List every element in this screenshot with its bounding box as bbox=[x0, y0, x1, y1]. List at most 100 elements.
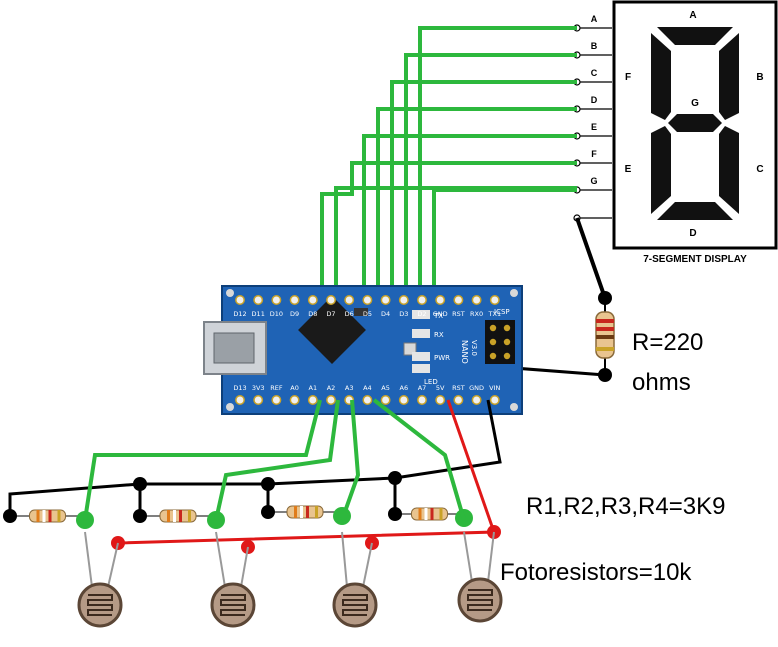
silk-version: V3.0 bbox=[470, 340, 478, 356]
resistor-band bbox=[300, 506, 303, 518]
pin-label-bottom: D13 bbox=[233, 384, 246, 392]
resistor-band bbox=[36, 510, 40, 522]
pin-label-top: D3 bbox=[399, 310, 408, 318]
header-pin-bottom bbox=[471, 395, 482, 405]
photoresistor-track bbox=[87, 594, 113, 616]
icsp-pin bbox=[489, 324, 497, 332]
icsp-pin bbox=[503, 324, 511, 332]
ground-node bbox=[388, 471, 402, 485]
photoresistor-lead bbox=[84, 531, 93, 588]
resistor-220-value: R=220 bbox=[632, 329, 703, 356]
resistor-band bbox=[48, 510, 52, 522]
pin-label-top: D5 bbox=[363, 310, 372, 318]
header-pin-top bbox=[398, 295, 409, 305]
mcu-chip bbox=[298, 296, 366, 364]
header-pin-bottom bbox=[326, 395, 336, 405]
pin-label-bottom: A2 bbox=[327, 384, 336, 392]
display-label-b: B bbox=[756, 72, 763, 83]
pin-label-top: D10 bbox=[270, 310, 283, 318]
resistor-band bbox=[596, 347, 614, 351]
mounting-hole bbox=[510, 289, 518, 297]
silk-led: LED bbox=[424, 378, 438, 386]
sensor-network bbox=[3, 398, 503, 628]
mounting-hole bbox=[226, 289, 234, 297]
display-label-c: C bbox=[756, 164, 763, 175]
seven-segment-display: A B C D E F G 7-SEGMENT DISPLAY bbox=[612, 0, 778, 265]
pin-label-bottom: GND bbox=[469, 384, 484, 392]
header-pin-top bbox=[380, 295, 391, 305]
resistor-ground-node bbox=[388, 507, 402, 521]
icsp-pin bbox=[489, 352, 497, 360]
photoresistor-track bbox=[467, 589, 493, 611]
display-label-e: E bbox=[625, 164, 632, 175]
silk-rx: RX bbox=[434, 331, 444, 339]
pin-label-bottom: A4 bbox=[363, 384, 372, 392]
resistor-band bbox=[596, 319, 614, 323]
display-caption: 7-SEGMENT DISPLAY bbox=[643, 254, 747, 265]
mounting-hole bbox=[510, 403, 518, 411]
resistor-band bbox=[188, 510, 191, 522]
header-pin-top bbox=[271, 295, 282, 305]
display-label-a: A bbox=[689, 10, 696, 21]
segment-pin-label: A bbox=[591, 14, 598, 24]
segment-pin-label: C bbox=[591, 68, 598, 78]
header-pin-bottom bbox=[380, 395, 391, 405]
header-pin-top bbox=[326, 295, 336, 305]
resistor-band bbox=[596, 335, 614, 339]
pin-label-bottom: A0 bbox=[290, 384, 299, 392]
header-pin-top bbox=[435, 295, 446, 305]
pin-label-bottom: A3 bbox=[345, 384, 354, 392]
green-sensor-wire bbox=[83, 399, 322, 521]
resistor-220-node bbox=[598, 368, 612, 382]
led-pwr bbox=[412, 352, 430, 361]
header-pin-top bbox=[417, 295, 427, 305]
pin-label-bottom: REF bbox=[270, 384, 283, 392]
pin-label-bottom: VIN bbox=[489, 384, 500, 392]
green-sensor-wire bbox=[214, 399, 340, 521]
green-segment-wire bbox=[390, 80, 577, 300]
photoresistor-lead bbox=[463, 531, 473, 583]
resistor-band bbox=[179, 510, 182, 522]
icsp-pin bbox=[503, 352, 511, 360]
icsp-pin bbox=[489, 338, 497, 346]
photoresistor-track bbox=[342, 594, 368, 616]
photoresistor-lead bbox=[362, 542, 373, 588]
icsp-header bbox=[485, 320, 515, 364]
resistor-band bbox=[306, 506, 309, 518]
photoresistor-track bbox=[220, 594, 246, 616]
header-pin-top bbox=[489, 295, 500, 305]
header-pin-bottom bbox=[489, 395, 500, 405]
segment-pin-label: G bbox=[590, 176, 597, 186]
pin-label-top: D2 bbox=[417, 310, 426, 318]
pin-label-top: D7 bbox=[326, 310, 335, 318]
pin-label-top: GND bbox=[433, 310, 448, 318]
led-l bbox=[412, 364, 430, 373]
header-pin-top bbox=[344, 295, 355, 305]
resistor-band bbox=[315, 506, 318, 518]
green-segment-wire bbox=[320, 161, 577, 300]
resistor-band bbox=[439, 508, 443, 520]
segment-f bbox=[651, 33, 671, 120]
green-sensor-wire bbox=[372, 398, 466, 521]
pin-label-top: D9 bbox=[290, 310, 299, 318]
segment-pin-label: E bbox=[591, 122, 597, 132]
header-pin-top bbox=[362, 295, 373, 305]
display-label-d: D bbox=[689, 228, 696, 239]
led-tx bbox=[412, 310, 430, 319]
header-pin-bottom bbox=[307, 395, 318, 405]
green-segment-wire bbox=[362, 134, 577, 300]
segment-pin-label: D bbox=[591, 95, 598, 105]
pin-label-top: RX0 bbox=[470, 310, 483, 318]
icsp-pin bbox=[503, 338, 511, 346]
display-label-f: F bbox=[625, 72, 631, 83]
green-segment-wire bbox=[376, 107, 577, 300]
header-pin-bottom bbox=[235, 395, 245, 405]
pin-label-bottom: A7 bbox=[418, 384, 427, 392]
resistor-band bbox=[424, 508, 428, 520]
arduino-nano-board: ICSP NANO V3.0 TX RX PWR LED bbox=[203, 285, 523, 415]
usb-port bbox=[213, 332, 255, 364]
smd-component bbox=[354, 308, 368, 316]
segment-e bbox=[651, 126, 671, 214]
header-pin-top bbox=[307, 295, 318, 305]
